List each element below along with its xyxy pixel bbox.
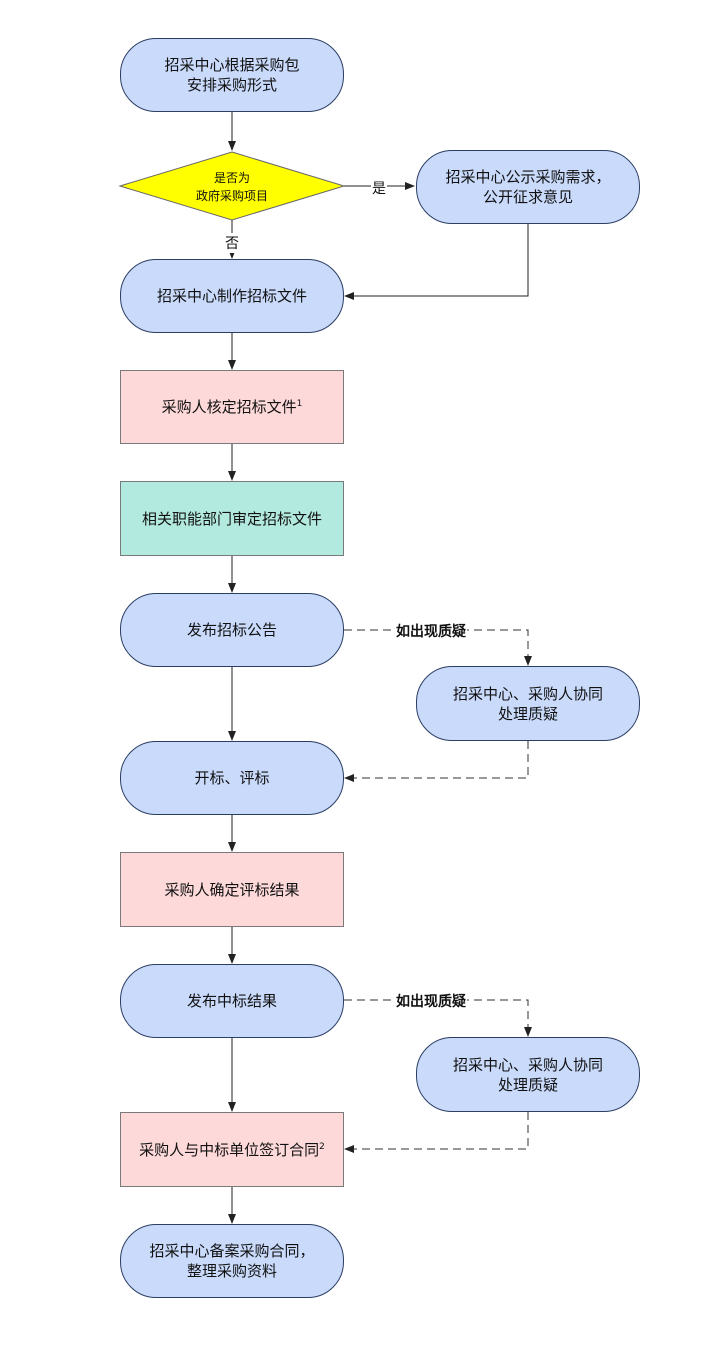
n7-line2: 处理质疑 (497, 704, 558, 723)
node-confirm-evaluation-result: 采购人确定评标结果 (120, 852, 344, 927)
node-publish-award-result: 发布中标结果 (120, 964, 344, 1038)
node-handle-queries-2: 招采中心、采购人协同 处理质疑 (416, 1037, 640, 1112)
edge-label-yes: 是 (371, 178, 387, 198)
n9-text: 采购人确定评标结果 (164, 880, 300, 899)
n7-line1: 招采中心、采购人协同 (452, 684, 603, 703)
node-bid-opening-evaluation: 开标、评标 (120, 741, 344, 815)
n1-line1: 招采中心根据采购包 (164, 56, 300, 74)
n11-line2: 处理质疑 (497, 1075, 558, 1094)
edge-label-no: 否 (224, 233, 240, 253)
n12-footnote: 2 (319, 1141, 325, 1152)
node-department-review-docs: 相关职能部门审定招标文件 (120, 481, 344, 556)
n4-text: 采购人核定招标文件1 (162, 397, 303, 417)
decision-label: 是否为 政府采购项目 (170, 168, 294, 206)
node-arrange-procurement-form: 招采中心根据采购包 安排采购形式 (120, 38, 344, 112)
edge-label-query-1: 如出现质疑 (395, 621, 467, 641)
edge-n7-n8-dashed (344, 741, 529, 782)
node-prepare-tender-docs: 招采中心制作招标文件 (120, 259, 344, 333)
n2-line2: 公开征求意见 (482, 188, 573, 206)
n4-footnote: 1 (296, 399, 303, 409)
n4-text-main: 采购人核定招标文件 (161, 398, 297, 416)
node-purchaser-verify-docs: 采购人核定招标文件1 (120, 370, 344, 444)
edge-label-query-2: 如出现质疑 (395, 991, 467, 1011)
n5-text: 相关职能部门审定招标文件 (141, 509, 322, 528)
edge-n11-n12-dashed (344, 1112, 529, 1153)
n12-text: 采购人与中标单位签订合同2 (139, 1140, 325, 1160)
decision-line2: 政府采购项目 (195, 189, 268, 203)
n8-text: 开标、评标 (194, 769, 270, 787)
node-handle-queries-1: 招采中心、采购人协同 处理质疑 (416, 666, 640, 741)
n10-text: 发布中标结果 (186, 992, 277, 1010)
decision-line1: 是否为 (213, 171, 250, 185)
edge-n10-n11-dashed (344, 999, 532, 1037)
n13-line2: 整理采购资料 (186, 1262, 277, 1280)
edge-n6-n7-dashed (344, 629, 532, 666)
n11-line1: 招采中心、采购人协同 (452, 1055, 603, 1074)
n2-line1: 招采中心公示采购需求， (445, 168, 611, 186)
node-publish-tender-notice: 发布招标公告 (120, 593, 344, 667)
n6-text: 发布招标公告 (186, 621, 277, 639)
node-sign-contract: 采购人与中标单位签订合同2 (120, 1112, 344, 1187)
n1-line2: 安排采购形式 (186, 76, 277, 94)
node-archive-contract: 招采中心备案采购合同， 整理采购资料 (120, 1224, 344, 1298)
n3-text: 招采中心制作招标文件 (156, 287, 307, 305)
edge-n2-n3 (344, 223, 529, 300)
n13-line1: 招采中心备案采购合同， (149, 1242, 315, 1260)
n12-text-main: 采购人与中标单位签订合同 (139, 1140, 320, 1159)
node-publish-requirements: 招采中心公示采购需求， 公开征求意见 (416, 150, 640, 224)
